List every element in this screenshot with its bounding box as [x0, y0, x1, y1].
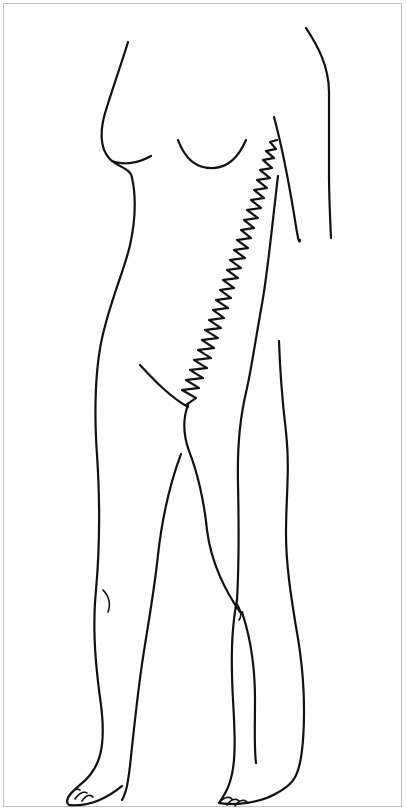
right-arm-outline — [306, 28, 331, 238]
inner-thigh-line — [184, 405, 240, 612]
right-leg-inner — [242, 612, 256, 763]
right-leg-outer — [219, 341, 304, 804]
left-inner-leg — [122, 454, 181, 800]
pubic-curve — [140, 365, 188, 407]
zigzag-incision-line — [182, 140, 277, 405]
right-breast-curve — [178, 140, 246, 168]
left-breast-line — [112, 156, 151, 163]
left-body-outline — [67, 42, 135, 805]
knee-detail — [103, 590, 109, 612]
left-toes — [68, 789, 93, 801]
